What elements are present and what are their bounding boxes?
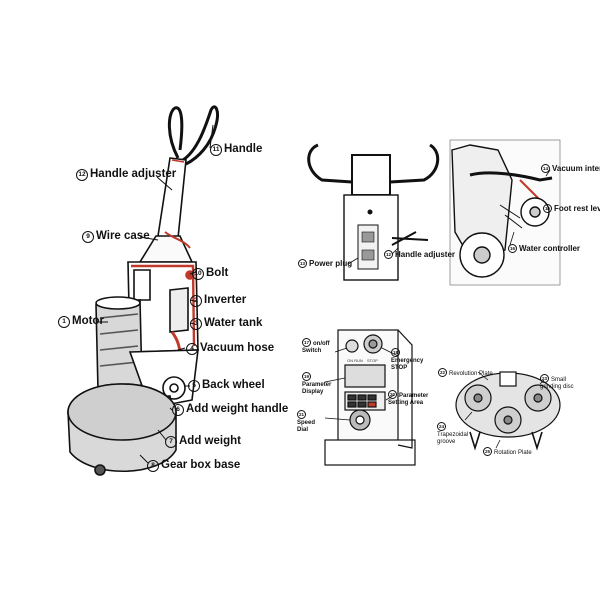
label-number: 2 xyxy=(190,295,202,307)
disc-view-drawing xyxy=(455,371,561,451)
label-text: Handle xyxy=(224,143,263,155)
power-plug-drawing xyxy=(357,224,379,270)
panel-view-drawing xyxy=(324,329,416,466)
label-number: 12 xyxy=(76,169,88,181)
label-number: 1 xyxy=(58,316,70,328)
label-number: 6 xyxy=(172,404,184,416)
back-wheel-drawing xyxy=(162,376,186,400)
label-number: 17 xyxy=(302,338,311,347)
main-machine-drawing xyxy=(67,105,219,476)
label-text: Parameter Display xyxy=(302,382,332,395)
label-number: 19 xyxy=(302,372,311,381)
label-number: 10 xyxy=(192,268,204,280)
label-number: 12 xyxy=(384,250,393,259)
label-text: Back wheel xyxy=(202,379,265,391)
label-number: 23 xyxy=(540,374,549,383)
label-number: 22 xyxy=(438,368,447,377)
label-number: 11 xyxy=(210,144,222,156)
label-text: Handle adjuster xyxy=(395,250,456,259)
label-text: Wire case xyxy=(96,230,150,242)
label-emergency-stop: 18Emergency STOP xyxy=(391,348,431,372)
label-text: Vacuum hose xyxy=(200,342,275,354)
panel-stop-text: STOP xyxy=(367,358,378,363)
label-speed-dial: 21Speed Dial xyxy=(297,410,325,434)
label-number: 4 xyxy=(186,343,198,355)
parameter-display-drawing xyxy=(344,364,386,388)
label-text: Speed Dial xyxy=(297,420,316,433)
label-text: Water tank xyxy=(204,317,263,329)
label-text: Handle adjuster xyxy=(90,168,177,180)
label-number: 14 xyxy=(541,164,550,173)
label-text: Bolt xyxy=(206,267,229,279)
label-text: Inverter xyxy=(204,294,247,306)
motor-drawing xyxy=(95,299,143,391)
label-text: Power plug xyxy=(309,259,353,268)
label-number: 8 xyxy=(147,460,159,472)
label-text: Vacuum interface xyxy=(552,164,600,173)
label-number: 18 xyxy=(391,348,400,357)
handle-bar-drawing-right xyxy=(182,105,219,166)
label-number: 21 xyxy=(297,410,306,419)
label-text: Add weight handle xyxy=(186,403,289,415)
handle-bar-drawing xyxy=(167,106,184,159)
label-text: Foot rest lever xyxy=(554,204,600,213)
label-text: Trapezoidal groove xyxy=(437,432,469,445)
label-number: 13 xyxy=(298,259,307,268)
label-number: 25 xyxy=(483,447,492,456)
label-text: on/off Switch xyxy=(302,341,330,354)
handle-view-drawing xyxy=(307,143,440,281)
label-text: Emergency STOP xyxy=(391,358,424,371)
label-text: Add weight xyxy=(179,435,241,447)
on-off-switch-drawing xyxy=(345,339,359,353)
label-text: Parameter Setting Area xyxy=(388,393,429,406)
label-number: 3 xyxy=(190,318,202,330)
handle-adjuster-lever-drawing xyxy=(391,231,429,246)
label-number: 24 xyxy=(437,422,446,431)
label-text: Motor xyxy=(72,315,104,327)
label-number: 16 xyxy=(508,244,517,253)
label-text: Water controller xyxy=(519,244,581,253)
label-number: 20 xyxy=(388,390,397,399)
label-text: Rotation Plate xyxy=(494,450,532,456)
label-text: Gear box base xyxy=(161,459,241,471)
label-text: Revolution Plate xyxy=(449,371,493,377)
label-trapezoidal-groove: 24Trapezoidal groove xyxy=(437,422,471,446)
panel-unit-text: ON RUN xyxy=(347,358,363,363)
label-parameter-display: 19Parameter Display xyxy=(302,372,342,396)
label-number: 9 xyxy=(82,231,94,243)
label-text: Small grinding disc xyxy=(540,377,574,390)
label-number: 5 xyxy=(188,380,200,392)
label-number: 15 xyxy=(543,204,552,213)
label-number: 7 xyxy=(165,436,177,448)
